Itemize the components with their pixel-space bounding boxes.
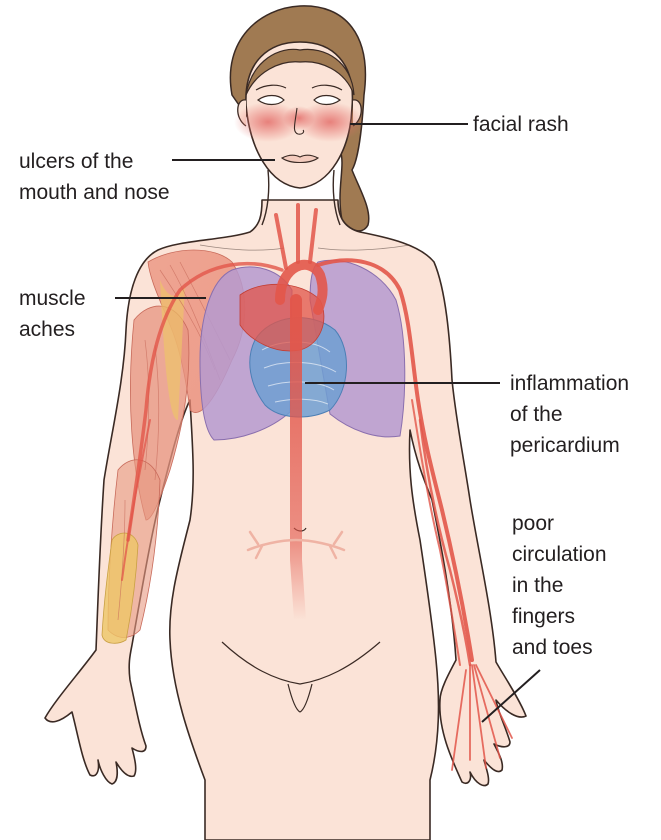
pericardium-label: inflammation of the pericardium xyxy=(510,368,629,461)
poor-circulation-label: poor circulation in the fingers and toes xyxy=(512,508,607,663)
facial-rash-label: facial rash xyxy=(473,109,569,140)
muscle-aches-label: muscle aches xyxy=(19,283,86,345)
ulcers-label: ulcers of the mouth and nose xyxy=(19,146,170,208)
